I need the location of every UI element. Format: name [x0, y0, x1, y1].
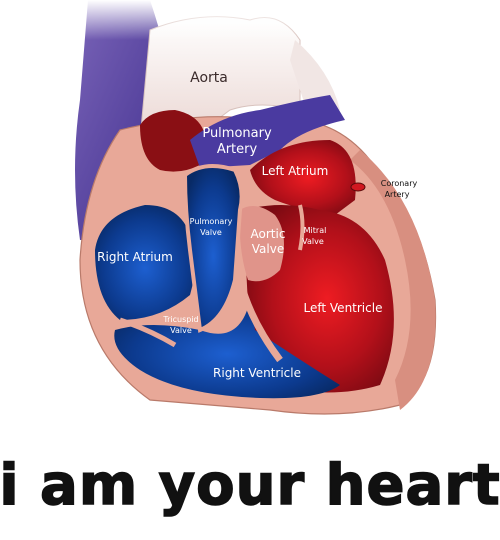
- label-coronary-artery-1: Coronary: [381, 179, 418, 188]
- label-pulmonary-valve-2: Valve: [200, 228, 222, 237]
- label-tricuspid-valve-2: Valve: [170, 326, 192, 335]
- label-tricuspid-valve-1: Tricuspid: [162, 315, 198, 324]
- label-pulmonary-valve-1: Pulmonary: [190, 217, 233, 226]
- aorta-interior: [140, 110, 205, 172]
- label-pulmonary-artery-2: Artery: [217, 142, 258, 157]
- label-pulmonary-artery-1: Pulmonary: [202, 126, 272, 141]
- caption-area: i am your heart: [0, 452, 500, 519]
- caption-text: i am your heart: [0, 453, 500, 518]
- label-right-ventricle: Right Ventricle: [213, 366, 301, 380]
- pulmonary-trunk: [182, 164, 244, 333]
- right-atrium: [95, 205, 195, 320]
- tricuspid-leaflet: [119, 317, 177, 348]
- label-coronary-artery-2: Artery: [385, 190, 410, 199]
- heart-side-wall: [350, 150, 436, 410]
- label-aortic-valve-1: Aortic: [251, 227, 286, 241]
- label-aortic-valve-2: Valve: [252, 242, 284, 256]
- coronary-artery-marker: [350, 182, 366, 192]
- label-mitral-valve-1: Mitral: [304, 226, 327, 235]
- mitral-leaflet: [298, 204, 305, 251]
- label-aorta: Aorta: [190, 70, 228, 86]
- label-mitral-valve-2: Valve: [302, 237, 324, 246]
- label-left-ventricle: Left Ventricle: [304, 301, 383, 315]
- pulmonary-artery: [190, 95, 345, 168]
- label-right-atrium: Right Atrium: [97, 250, 173, 264]
- left-atrium: [250, 140, 356, 215]
- right-ventricle: [114, 300, 341, 399]
- aortic-valve-region: [239, 206, 284, 282]
- septum: [236, 279, 283, 363]
- label-left-atrium: Left Atrium: [262, 164, 329, 178]
